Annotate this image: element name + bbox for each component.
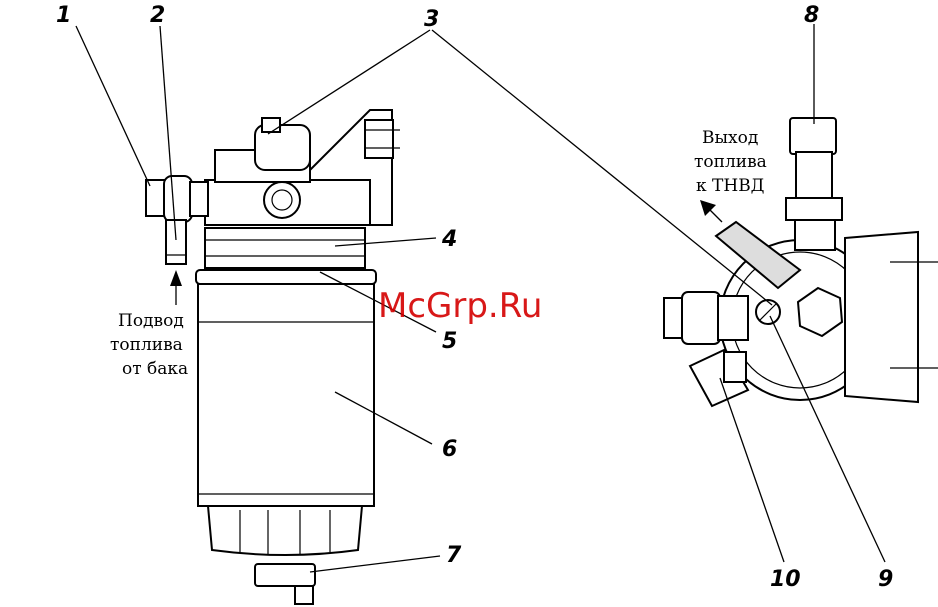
outlet-caption: Выход топлива к ТНВД — [694, 128, 767, 196]
mounting-flange — [845, 232, 918, 402]
inlet-arrow-icon — [170, 270, 182, 286]
outlet-fitting-body — [790, 118, 836, 154]
callout-10: 10 — [770, 567, 801, 592]
callout-2: 2 — [150, 3, 165, 28]
callout-6: 6 — [442, 437, 457, 462]
watermark: McGrp.Ru — [378, 286, 542, 326]
drain-bowl — [208, 506, 362, 555]
callout-7: 7 — [446, 543, 462, 568]
callout-4: 4 — [441, 227, 457, 252]
drain-nipple — [295, 586, 313, 604]
inlet-caption-line3: от бака — [122, 359, 188, 379]
outlet-caption-line3: к ТНВД — [696, 176, 765, 196]
outlet-caption-line1: Выход — [702, 128, 758, 148]
callout-8: 8 — [804, 3, 819, 28]
inlet-banjo — [164, 176, 192, 222]
head-boss — [264, 182, 300, 218]
inlet-caption-line2: топлива — [110, 335, 183, 355]
filter-element — [198, 284, 374, 506]
outlet-caption-line2: топлива — [694, 152, 767, 172]
callout-1: 1 — [56, 3, 71, 28]
callout-9: 9 — [878, 567, 893, 592]
drain-plug — [255, 564, 315, 586]
inlet-pipe — [166, 220, 186, 264]
filter-assembly-side-view — [146, 110, 400, 604]
inlet-caption: Подвод топлива от бака — [110, 311, 188, 379]
bracket-bolt — [365, 120, 393, 158]
callout-3: 3 — [424, 7, 439, 32]
callout-5: 5 — [442, 329, 457, 354]
filter-collar — [205, 228, 365, 268]
inlet-caption-line1: Подвод — [118, 311, 184, 331]
seal-ring — [196, 270, 376, 284]
